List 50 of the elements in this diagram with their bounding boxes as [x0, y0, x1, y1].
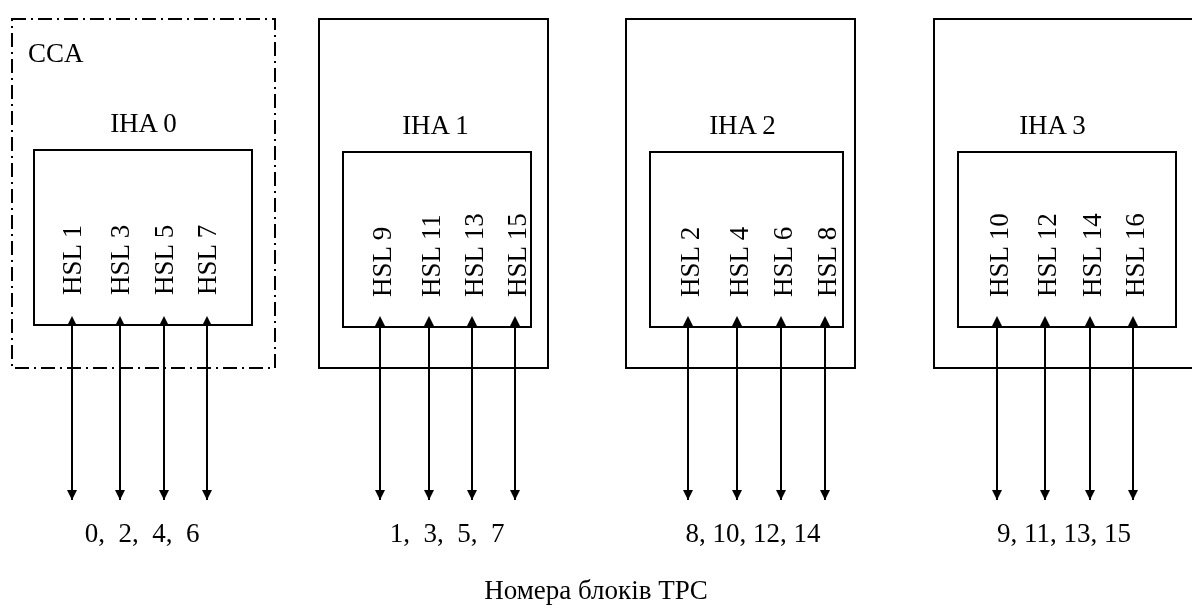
port-label: HSL 5	[151, 224, 178, 295]
port-label: HSL 6	[770, 226, 797, 297]
bidirectional-arrow	[683, 316, 693, 501]
bidirectional-arrow	[424, 316, 434, 501]
port-label: HSL 1	[59, 224, 86, 295]
bidirectional-arrow	[467, 316, 477, 501]
adapter-label: IHA 2	[709, 112, 776, 139]
adapter-box	[318, 18, 549, 369]
port-label: HSL 9	[369, 226, 396, 297]
port-block	[33, 149, 253, 326]
bidirectional-arrow	[1128, 316, 1138, 501]
block-numbers: 8, 10, 12, 14	[685, 520, 821, 547]
caption: Номера блоків TPC	[484, 577, 708, 604]
bidirectional-arrow	[510, 316, 520, 501]
port-label: HSL 16	[1122, 213, 1149, 297]
adapter-label: IHA 3	[1019, 112, 1086, 139]
bidirectional-arrow	[1085, 316, 1095, 501]
port-label: HSL 15	[504, 213, 531, 297]
bidirectional-arrow	[732, 316, 742, 501]
block-numbers: 9, 11, 13, 15	[997, 520, 1131, 547]
bidirectional-arrow	[1040, 316, 1050, 501]
block-numbers: 1, 3, 5, 7	[389, 520, 505, 547]
port-label: HSL 14	[1079, 213, 1106, 297]
adapter-box	[625, 18, 856, 369]
port-label: HSL 7	[194, 224, 221, 295]
port-label: HSL 8	[814, 226, 841, 297]
bidirectional-arrow	[776, 316, 786, 501]
port-label: HSL 3	[107, 224, 134, 295]
bidirectional-arrow	[992, 316, 1002, 501]
bidirectional-arrow	[375, 316, 385, 501]
port-label: HSL 2	[677, 226, 704, 297]
port-label: HSL 13	[461, 213, 488, 297]
dashed-module-frame	[11, 18, 276, 369]
port-label: HSL 11	[418, 214, 445, 297]
port-block	[649, 151, 844, 328]
adapter-label: IHA 0	[110, 110, 177, 137]
bidirectional-arrow	[202, 316, 212, 501]
port-label: HSL 12	[1034, 213, 1061, 297]
port-block	[957, 151, 1177, 328]
group-label: CCA	[28, 40, 84, 67]
bidirectional-arrow	[159, 316, 169, 501]
port-label: HSL 10	[986, 213, 1013, 297]
bidirectional-arrow	[115, 316, 125, 501]
block-numbers: 0, 2, 4, 6	[84, 520, 200, 547]
bidirectional-arrow	[820, 316, 830, 501]
adapter-box	[933, 18, 1192, 369]
port-block	[342, 151, 532, 328]
port-label: HSL 4	[726, 226, 753, 297]
adapter-label: IHA 1	[402, 112, 469, 139]
bidirectional-arrow	[67, 316, 77, 501]
